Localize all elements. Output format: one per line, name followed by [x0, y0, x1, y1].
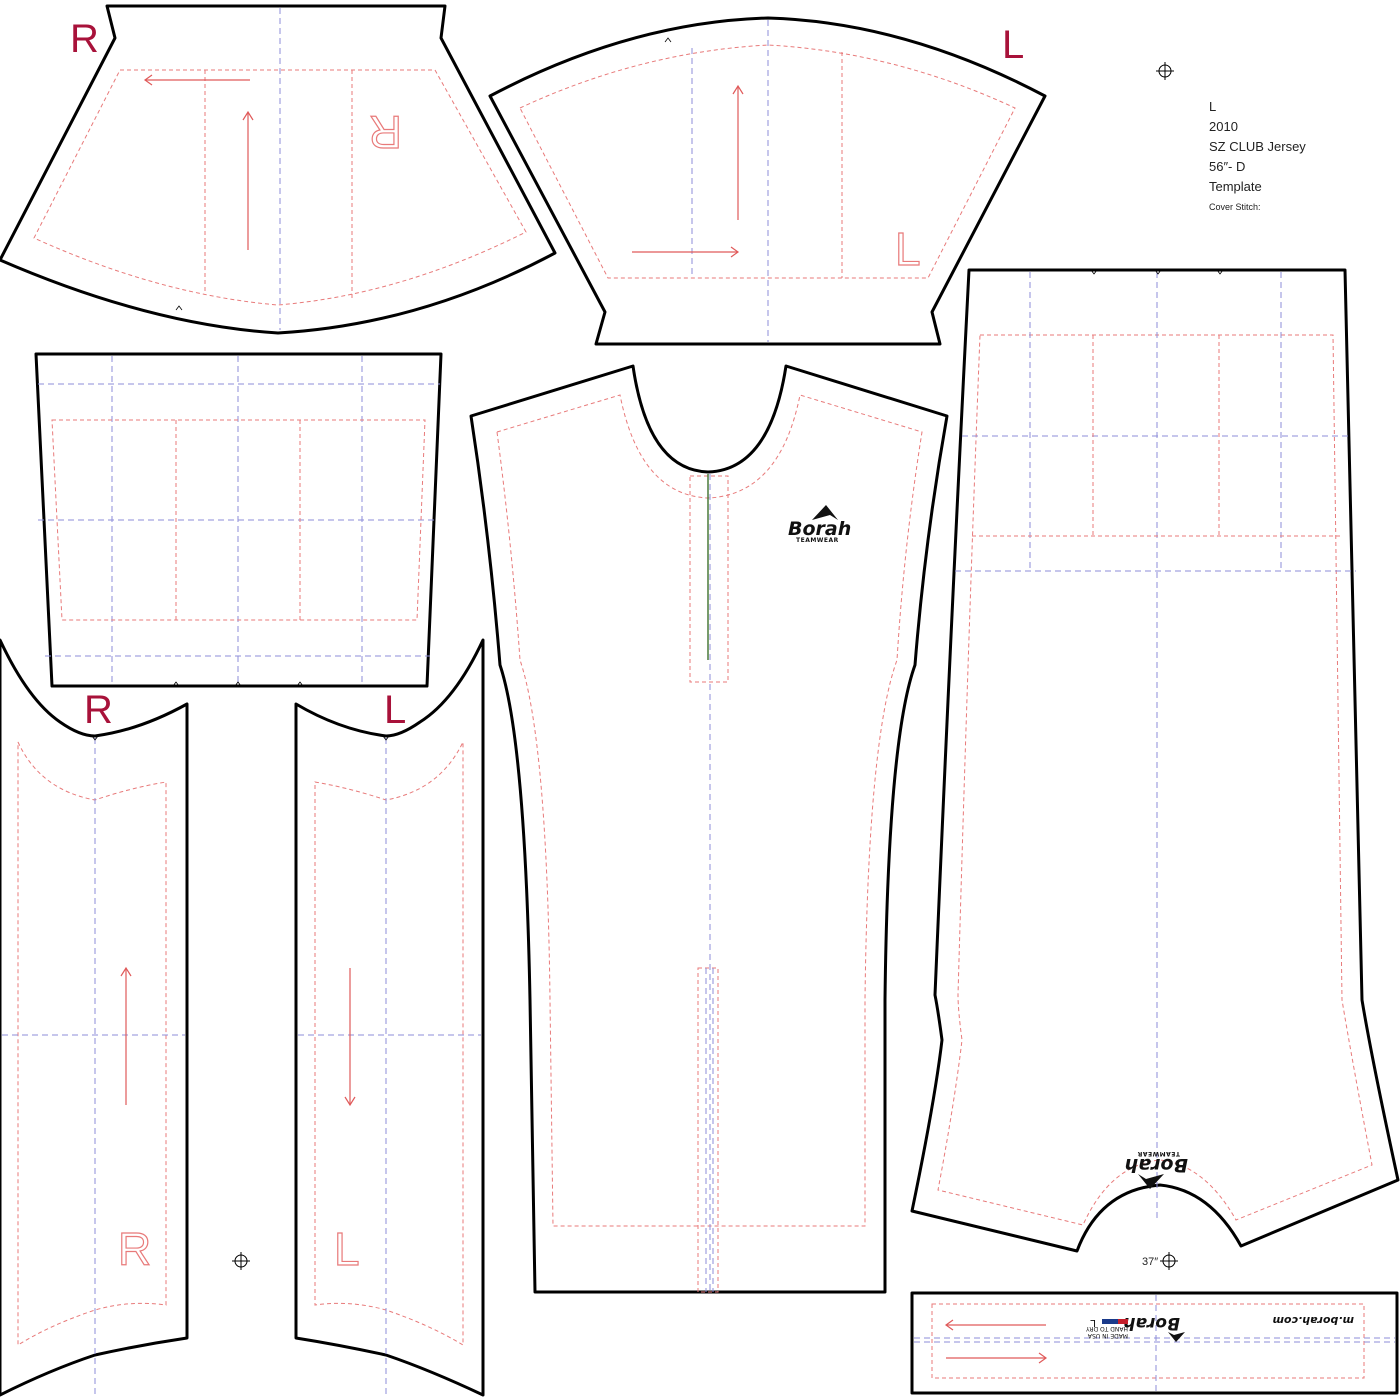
- brand-logo-front: Borah TEAMWEAR: [788, 505, 851, 544]
- sleeve-left-outline: [294, 638, 485, 1397]
- waistband-outline: [910, 1291, 1399, 1395]
- yoke-right-seam: [33, 69, 527, 306]
- info-size: L: [1209, 99, 1216, 114]
- yoke-left-seam: [519, 44, 1016, 279]
- sleeve-right-side-letter: R: [84, 688, 113, 732]
- info-spec: 56″- D: [1209, 159, 1245, 174]
- brand-logo-back: Borah TEAMWEAR: [1125, 1150, 1188, 1189]
- yoke-right-side-letter: R: [70, 17, 99, 61]
- front-body-seam: [496, 394, 923, 1227]
- info-product: SZ CLUB Jersey: [1209, 139, 1306, 154]
- yoke-left-piece: L L: [488, 16, 1047, 346]
- waistband-url: m.borah.com: [1273, 1314, 1354, 1327]
- svg-text:Borah: Borah: [788, 518, 851, 540]
- info-cover-stitch: Cover Stitch:: [1209, 202, 1261, 212]
- back-body-piece: Borah TEAMWEAR 37″: [910, 268, 1400, 1270]
- svg-text:Borah: Borah: [1125, 1154, 1188, 1176]
- pocket-panel-piece: [34, 352, 443, 688]
- back-size-label: 37″: [1142, 1256, 1158, 1268]
- yoke-right-piece: R R: [0, 4, 557, 335]
- sleeve-left-side-letter: L: [384, 688, 406, 732]
- svg-text:Borah: Borah: [1123, 1313, 1180, 1333]
- info-year: 2010: [1209, 119, 1238, 134]
- svg-text:L: L: [1090, 1317, 1096, 1328]
- sleeve-right-watermark: R: [118, 1223, 151, 1275]
- registration-mark-icon: [232, 1252, 250, 1270]
- sleeve-left-piece: L L: [294, 638, 485, 1397]
- waistband-piece: Borah MADE IN USA HAND TO DRY L m.borah.…: [910, 1291, 1399, 1395]
- svg-text:m.borah.com: m.borah.com: [1273, 1314, 1354, 1327]
- info-doc-type: Template: [1209, 179, 1262, 194]
- template-info: L 2010 SZ CLUB Jersey 56″- D Template Co…: [1156, 62, 1306, 212]
- sleeve-left-watermark: L: [334, 1223, 360, 1275]
- sleeve-right-piece: R R: [0, 638, 189, 1397]
- registration-mark-icon: [1156, 62, 1174, 80]
- back-body-seam: [937, 334, 1373, 1226]
- waistband-label: Borah MADE IN USA HAND TO DRY L: [1086, 1313, 1185, 1342]
- yoke-right-outline: [0, 4, 557, 335]
- front-body-piece: Borah TEAMWEAR: [469, 364, 949, 1294]
- registration-mark-icon: [1160, 1252, 1178, 1270]
- back-body-outline: [910, 268, 1400, 1253]
- svg-text:MADE IN USA: MADE IN USA: [1087, 1332, 1128, 1339]
- svg-text:HAND TO DRY: HAND TO DRY: [1086, 1325, 1128, 1332]
- yoke-left-side-letter: L: [1002, 23, 1024, 67]
- sleeve-right-outline: [0, 638, 189, 1397]
- yoke-left-watermark: L: [895, 223, 921, 275]
- svg-text:TEAMWEAR: TEAMWEAR: [1137, 1150, 1180, 1157]
- yoke-right-watermark: R: [369, 106, 402, 158]
- svg-text:TEAMWEAR: TEAMWEAR: [796, 537, 839, 544]
- front-body-outline: [469, 364, 949, 1294]
